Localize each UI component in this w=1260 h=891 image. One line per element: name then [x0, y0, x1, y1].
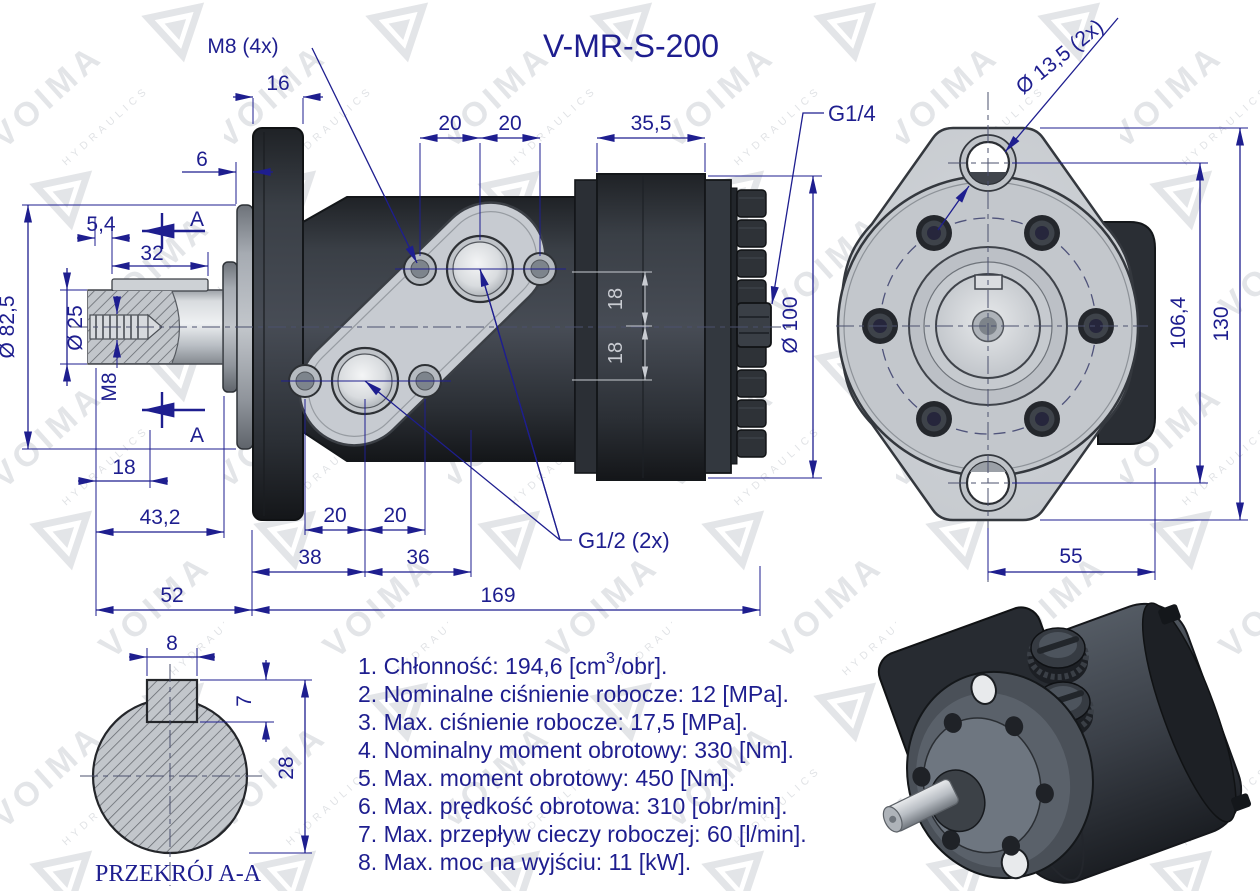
- end-nut-stack: [736, 189, 767, 458]
- shaft-key: [111, 278, 209, 292]
- spec-list: 1. Chłonność: 194,6 [cm3/obr]. 2. Nomina…: [358, 650, 807, 875]
- dim-35-5-label: 35,5: [631, 112, 672, 135]
- dia-25-label: Ø 25: [64, 305, 87, 351]
- dim-28-label: 28: [275, 756, 298, 779]
- spec-line-7: 7. Max. przepływ cieczy roboczej: 60 [l/…: [358, 821, 807, 847]
- section-dimensions: 8 7 28: [129, 632, 312, 854]
- dim-169-label: 169: [480, 584, 515, 607]
- dim-20-top-left-label: 20: [438, 112, 461, 135]
- spec-line-4: 4. Nominalny moment obrotowy: 330 [Nm].: [358, 737, 794, 763]
- render-shaft: [882, 778, 959, 833]
- section-a-bottom-label: A: [190, 424, 204, 447]
- m8-thread-label: M8: [98, 372, 121, 401]
- dim-52-label: 52: [160, 584, 183, 607]
- dim-7-label: 7: [233, 695, 256, 707]
- g14-plug: [736, 302, 772, 348]
- m8-4x-label: M8 (4x): [207, 35, 278, 58]
- dim-6-label: 6: [196, 148, 208, 171]
- dim-43-2-label: 43,2: [140, 506, 181, 529]
- dim-5-4-label: 5,4: [86, 213, 116, 236]
- dim-18-shaft-label: 18: [112, 456, 135, 479]
- section-caption: PRZEKRÓJ A-A: [95, 860, 262, 887]
- section-key: [145, 678, 199, 724]
- dim-16-label: 16: [266, 72, 289, 95]
- dim-18-upper-label: 18: [605, 288, 627, 310]
- g12-2x-label: G1/2 (2x): [578, 528, 670, 553]
- render-port-upper: [1027, 627, 1089, 685]
- spec-line-8: 8. Max. moc na wyjściu: 11 [kW].: [358, 849, 691, 875]
- dia-82-5-label: Ø 82,5: [0, 295, 19, 358]
- g14-label: G1/4: [828, 101, 876, 126]
- dim-130-label: 130: [1210, 306, 1233, 341]
- dim-8-label: 8: [166, 632, 178, 655]
- dim-36-label: 36: [406, 546, 429, 569]
- dim-38-label: 38: [298, 546, 321, 569]
- dim-18-lower-label: 18: [605, 342, 627, 364]
- dim-32-label: 32: [140, 242, 163, 265]
- dim-106-4-label: 106,4: [1167, 296, 1190, 349]
- spec-line-6: 6. Max. prędkość obrotowa: 310 [obr/min]…: [358, 793, 788, 819]
- front-view: Ø 13,5 (2x) 106,4 130 55: [836, 15, 1248, 585]
- spec-line-1: 1. Chłonność: 194,6 [cm3/obr].: [358, 650, 667, 679]
- spec-line-2: 2. Nominalne ciśnienie robocze: 12 [MPa]…: [358, 681, 789, 707]
- render-3d: [877, 602, 1252, 884]
- dia-100-label: Ø 100: [779, 296, 802, 353]
- section-a-top-label: A: [190, 208, 204, 231]
- dim-55-label: 55: [1059, 545, 1082, 568]
- page-title: V-MR-S-200: [543, 28, 719, 64]
- side-view: M8 (4x) 16 6 5,4 32 Ø 82,5: [0, 35, 876, 616]
- section-view: 8 7 28 PRZEKRÓJ A-A: [80, 632, 312, 887]
- dim-20-bot-left-label: 20: [323, 504, 346, 527]
- side-view-dimensions: M8 (4x) 16 6 5,4 32 Ø 82,5: [0, 35, 876, 616]
- mounting-flange: [252, 127, 304, 521]
- spec-line-5: 5. Max. moment obrotowy: 450 [Nm].: [358, 765, 735, 791]
- spec-line-3: 3. Max. ciśnienie robocze: 17,5 [MPa].: [358, 709, 748, 735]
- port-spacing-dimensions: 18 18: [572, 271, 652, 381]
- dim-20-top-right-label: 20: [498, 112, 521, 135]
- dim-20-bot-right-label: 20: [383, 504, 406, 527]
